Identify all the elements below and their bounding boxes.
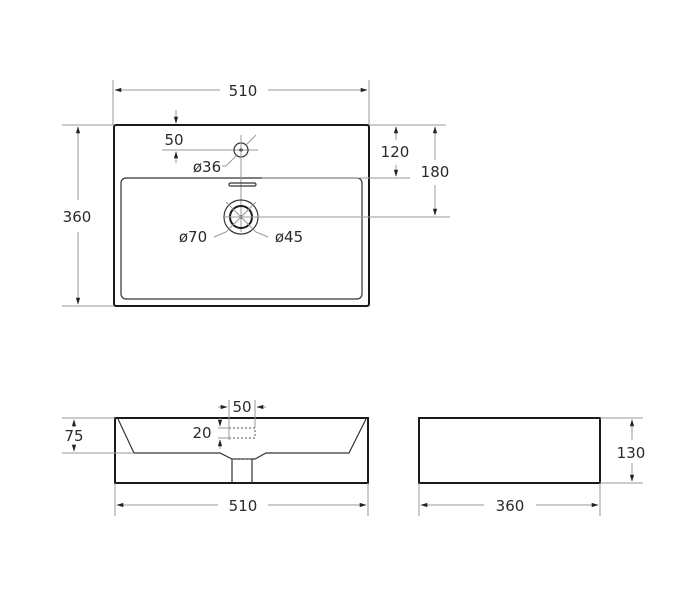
top-depth-label: 360	[63, 208, 92, 226]
side-view: 130 360	[418, 417, 646, 516]
sink-outline-side	[418, 417, 601, 484]
overflow-width-label: 50	[232, 398, 251, 416]
side-depth-label: 360	[496, 497, 525, 515]
drain-to-top-label: 120	[381, 143, 410, 161]
overflow-slot	[228, 182, 257, 187]
drain-center-label: 180	[421, 163, 450, 181]
top-view: 510 360 50 ø36 ø70	[62, 80, 450, 307]
side-height-label: 130	[617, 444, 646, 462]
basin-profile	[117, 418, 367, 460]
sink-outline-front	[114, 417, 369, 484]
overflow-height-label: 20	[192, 424, 211, 442]
overflow-hole	[228, 427, 256, 439]
drain-outer-label: ø70	[179, 228, 207, 246]
front-width-label: 510	[229, 497, 258, 515]
top-width-label: 510	[229, 82, 258, 100]
tap-offset-label: 50	[164, 131, 183, 149]
front-view: 50 20 75 510	[62, 398, 369, 516]
sink-outline-top	[113, 124, 370, 307]
drain-inner-label: ø45	[275, 228, 303, 246]
tap-hole-label: ø36	[193, 158, 221, 176]
basin-depth-label: 75	[64, 427, 83, 445]
